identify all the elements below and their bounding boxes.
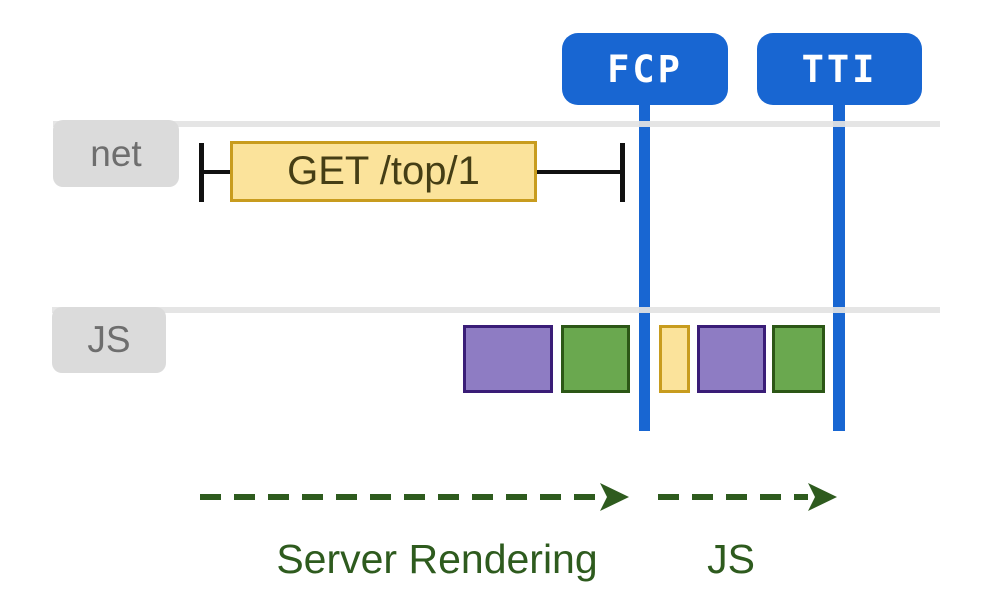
server-rendering-arrow (200, 483, 629, 511)
js-task-block-purple-1 (463, 325, 553, 393)
net-track-line (53, 121, 940, 127)
tti-marker-line (833, 100, 845, 431)
fcp-marker-line (639, 100, 650, 431)
js-track-line (52, 307, 940, 313)
js-row-label: JS (52, 307, 166, 373)
js-task-block-green-1 (561, 325, 630, 393)
phase-arrows (200, 483, 837, 511)
server-rendering-caption: Server Rendering (276, 536, 598, 582)
js-task-block-yellow-1 (659, 325, 690, 393)
request-start-connector (204, 170, 230, 174)
tti-badge: TTI (757, 33, 922, 105)
network-request-box: GET /top/1 (230, 141, 537, 202)
net-row-label: net (53, 120, 179, 187)
fcp-badge: FCP (562, 33, 728, 105)
request-end-endpoint (620, 143, 625, 202)
js-arrow (658, 483, 837, 511)
js-phase-caption: JS (707, 536, 755, 582)
js-task-block-purple-2 (697, 325, 766, 393)
request-end-connector (537, 170, 620, 174)
js-task-block-green-2 (772, 325, 825, 393)
request-start-endpoint (199, 143, 204, 202)
